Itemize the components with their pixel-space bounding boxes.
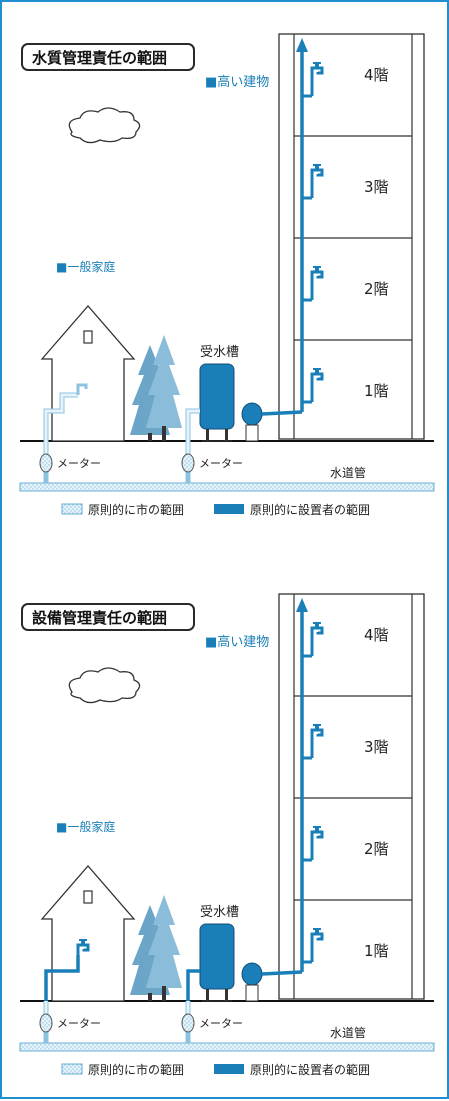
tall-building-label: ■高い建物 xyxy=(205,634,269,650)
floor-label: 1階 xyxy=(364,382,389,400)
house-icon xyxy=(40,865,136,1002)
floor-label: 3階 xyxy=(364,738,389,756)
meter-label: メーター xyxy=(57,457,101,470)
faucet-icon xyxy=(310,266,324,282)
house-inner-pipe xyxy=(44,955,80,1001)
water-meter-icon xyxy=(181,453,195,473)
water-meter-icon xyxy=(39,1013,53,1033)
legend-city-swatch xyxy=(61,1063,83,1075)
pump-icon xyxy=(241,402,263,442)
faucet-icon xyxy=(310,928,324,944)
faucet-icon xyxy=(76,939,90,955)
water-meter-icon xyxy=(39,453,53,473)
tank-label: 受水槽 xyxy=(200,905,239,920)
faucet-icon xyxy=(76,383,88,395)
tree-icon xyxy=(130,335,182,441)
legend-city-swatch xyxy=(61,503,83,515)
legend-owner-label: 原則的に設置者の範囲 xyxy=(250,502,370,517)
main-pipe-label: 水道管 xyxy=(330,465,366,480)
floor-label: 1階 xyxy=(364,942,389,960)
floor-label: 4階 xyxy=(364,66,389,84)
tank-label: 受水槽 xyxy=(200,345,239,360)
window-icon xyxy=(83,330,93,344)
legend-owner-swatch xyxy=(214,504,244,514)
tank-inner-pipe xyxy=(186,969,200,1001)
faucet-icon xyxy=(310,62,324,78)
legend-owner-label: 原則的に設置者の範囲 xyxy=(250,1062,370,1077)
legend-city-label: 原則的に市の範囲 xyxy=(88,1062,184,1077)
section-title: 水質管理責任の範囲 xyxy=(32,49,167,67)
riser-arrow-icon xyxy=(296,38,308,52)
meter-label: メーター xyxy=(199,457,243,470)
cloud-icon xyxy=(68,667,141,704)
riser-arrow-icon xyxy=(296,598,308,612)
legend-owner-swatch xyxy=(214,1064,244,1074)
floor-label: 2階 xyxy=(364,280,389,298)
meter-label: メーター xyxy=(199,1017,243,1030)
window-icon xyxy=(83,890,93,904)
house-label: ■一般家庭 xyxy=(56,259,115,274)
faucet-icon xyxy=(310,164,324,180)
main-pipe-label: 水道管 xyxy=(330,1025,366,1040)
pump-to-riser-pipe xyxy=(261,410,303,416)
faucet-icon xyxy=(310,826,324,842)
water-tank-icon xyxy=(199,363,235,442)
water-meter-icon xyxy=(181,1013,195,1033)
floor-label: 2階 xyxy=(364,840,389,858)
section-title-box xyxy=(21,603,195,631)
faucet-icon xyxy=(310,368,324,384)
section-title-box xyxy=(21,43,195,71)
floor-label: 3階 xyxy=(364,178,389,196)
tall-building-label: ■高い建物 xyxy=(205,74,269,90)
pump-icon xyxy=(241,962,263,1002)
faucet-icon xyxy=(310,724,324,740)
tree-icon xyxy=(130,895,182,1001)
house-label: ■一般家庭 xyxy=(56,819,115,834)
section-title: 設備管理責任の範囲 xyxy=(32,609,167,627)
legend-city-label: 原則的に市の範囲 xyxy=(88,502,184,517)
main-water-pipe xyxy=(19,1042,435,1052)
pump-to-riser-pipe xyxy=(261,970,303,976)
water-tank-icon xyxy=(199,923,235,1002)
floor-label: 4階 xyxy=(364,626,389,644)
cloud-icon xyxy=(68,107,141,144)
main-water-pipe xyxy=(19,482,435,492)
meter-label: メーター xyxy=(57,1017,101,1030)
house-icon xyxy=(40,305,136,442)
faucet-icon xyxy=(310,622,324,638)
